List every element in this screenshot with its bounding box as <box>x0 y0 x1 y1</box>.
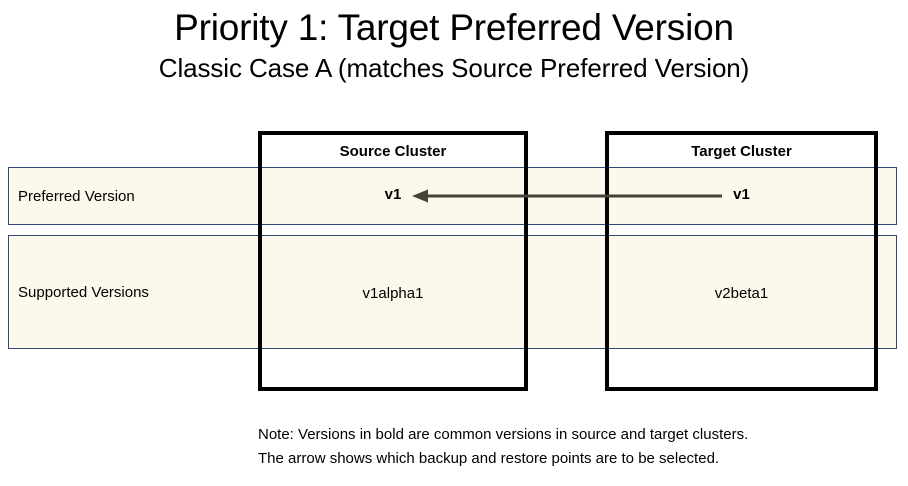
footer-note-line-1: Note: Versions in bold are common versio… <box>258 426 749 443</box>
source-preferred-version-value: v1 <box>384 186 402 203</box>
row-supported-versions: Supported Versions <box>8 235 897 349</box>
target-cluster-box: Target Cluster <box>605 131 878 391</box>
page-title: Priority 1: Target Preferred Version <box>174 7 734 48</box>
footer-note: Note: Versions in bold are common versio… <box>258 423 898 471</box>
row-label-supported-versions: Supported Versions <box>18 284 149 301</box>
source-supported-versions-value: v1alpha1 <box>362 285 424 302</box>
arrow-target-to-source-icon <box>412 189 722 203</box>
source-cluster-box: Source Cluster <box>258 131 528 391</box>
row-label-preferred-version: Preferred Version <box>18 188 135 205</box>
title-block: Priority 1: Target Preferred Version Cla… <box>0 6 908 84</box>
page-subtitle: Classic Case A (matches Source Preferred… <box>158 53 750 83</box>
source-cluster-header: Source Cluster <box>339 143 447 160</box>
row-preferred-version: Preferred Version <box>8 167 897 225</box>
target-cluster-header: Target Cluster <box>691 143 792 160</box>
footer-note-line-2: The arrow shows which backup and restore… <box>258 450 720 467</box>
target-supported-versions-value: v2beta1 <box>714 285 769 302</box>
target-preferred-version-value: v1 <box>733 186 750 203</box>
